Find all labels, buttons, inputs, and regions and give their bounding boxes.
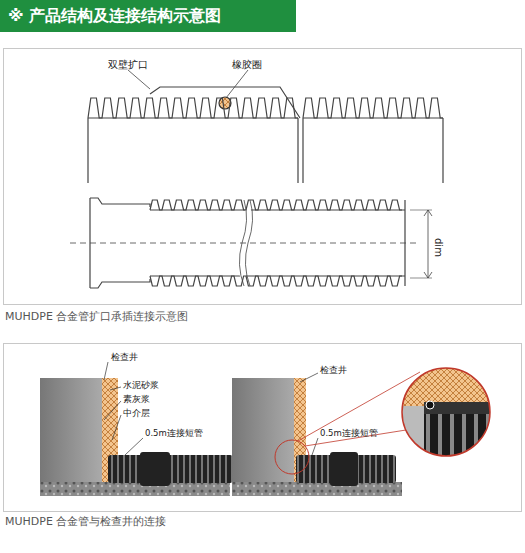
title-band: [0, 0, 296, 32]
part-label: 橡胶圈: [232, 59, 262, 70]
part-label: 检查井: [111, 353, 138, 362]
panel: [4, 49, 522, 305]
corrugation: [150, 276, 402, 286]
corrugation: [150, 200, 402, 210]
part-label: 检查井: [320, 366, 347, 375]
part-label: 中介层: [123, 409, 150, 418]
part-label: 素灰浆: [123, 395, 150, 404]
dimension: dim: [433, 238, 444, 257]
corrugation: [303, 98, 443, 118]
caption: MUHDPE 合金管扩口承插连接示意图: [5, 311, 188, 323]
corrugation: [88, 98, 298, 118]
title: ※ 产品结构及连接结构示意图: [8, 7, 221, 25]
part-label: 0.5m连接短管: [145, 429, 203, 438]
part-label: 双壁扩口: [108, 59, 148, 70]
part-label: 0.5m连接短管: [320, 429, 378, 438]
part-label: 水泥砂浆: [123, 381, 159, 390]
caption: MUHDPE 合金管与检查井的连接: [5, 516, 166, 528]
panel: [4, 344, 522, 512]
